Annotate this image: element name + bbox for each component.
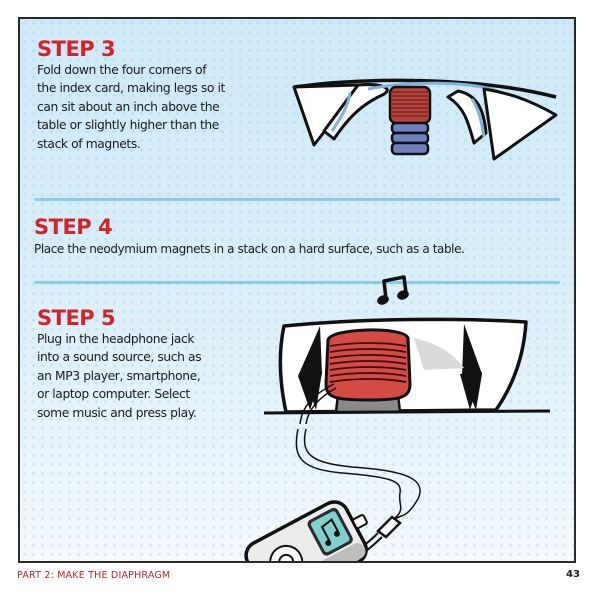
section-label: PART 2: MAKE THE DIAPHRAGM (17, 570, 171, 581)
step-3-line: stack of magnets. (37, 136, 141, 151)
mp3-player-illustration (244, 428, 421, 561)
section-divider (34, 198, 560, 201)
step-5-text: Plug in the headphone jack into a sound … (37, 330, 202, 422)
instruction-panel: STEP 3 Fold down the four corners of the… (18, 17, 576, 563)
folded-card-illustration (292, 78, 558, 161)
step-3-title: STEP 3 (37, 37, 116, 61)
page-number: 43 (566, 569, 580, 580)
step-3-line: table or slightly higher than the (37, 118, 219, 133)
music-note-icon (377, 275, 409, 305)
speaker-illustration (263, 317, 551, 425)
step-5-line: Plug in the headphone jack (37, 332, 195, 346)
step-3-line: can sit about an inch above the (37, 99, 220, 114)
step-4-text: Place the neodymium magnets in a stack o… (34, 240, 465, 258)
step-5-title: STEP 5 (37, 306, 116, 330)
step-5-line: into a sound source, such as (37, 350, 202, 365)
step-5-line: an MP3 player, smartphone, (37, 368, 201, 383)
step-4-title: STEP 4 (34, 215, 113, 239)
step-5-line: some music and press play. (37, 405, 197, 420)
step-4-line: Place the neodymium magnets in a stack o… (34, 242, 465, 256)
step-3-text: Fold down the four corners of the index … (37, 61, 225, 153)
step-3-line: the index card, making legs so it (37, 81, 225, 96)
step-3-line: Fold down the four corners of (37, 63, 207, 77)
step-5-line: or laptop computer. Select (37, 387, 190, 402)
section-divider (34, 281, 560, 284)
